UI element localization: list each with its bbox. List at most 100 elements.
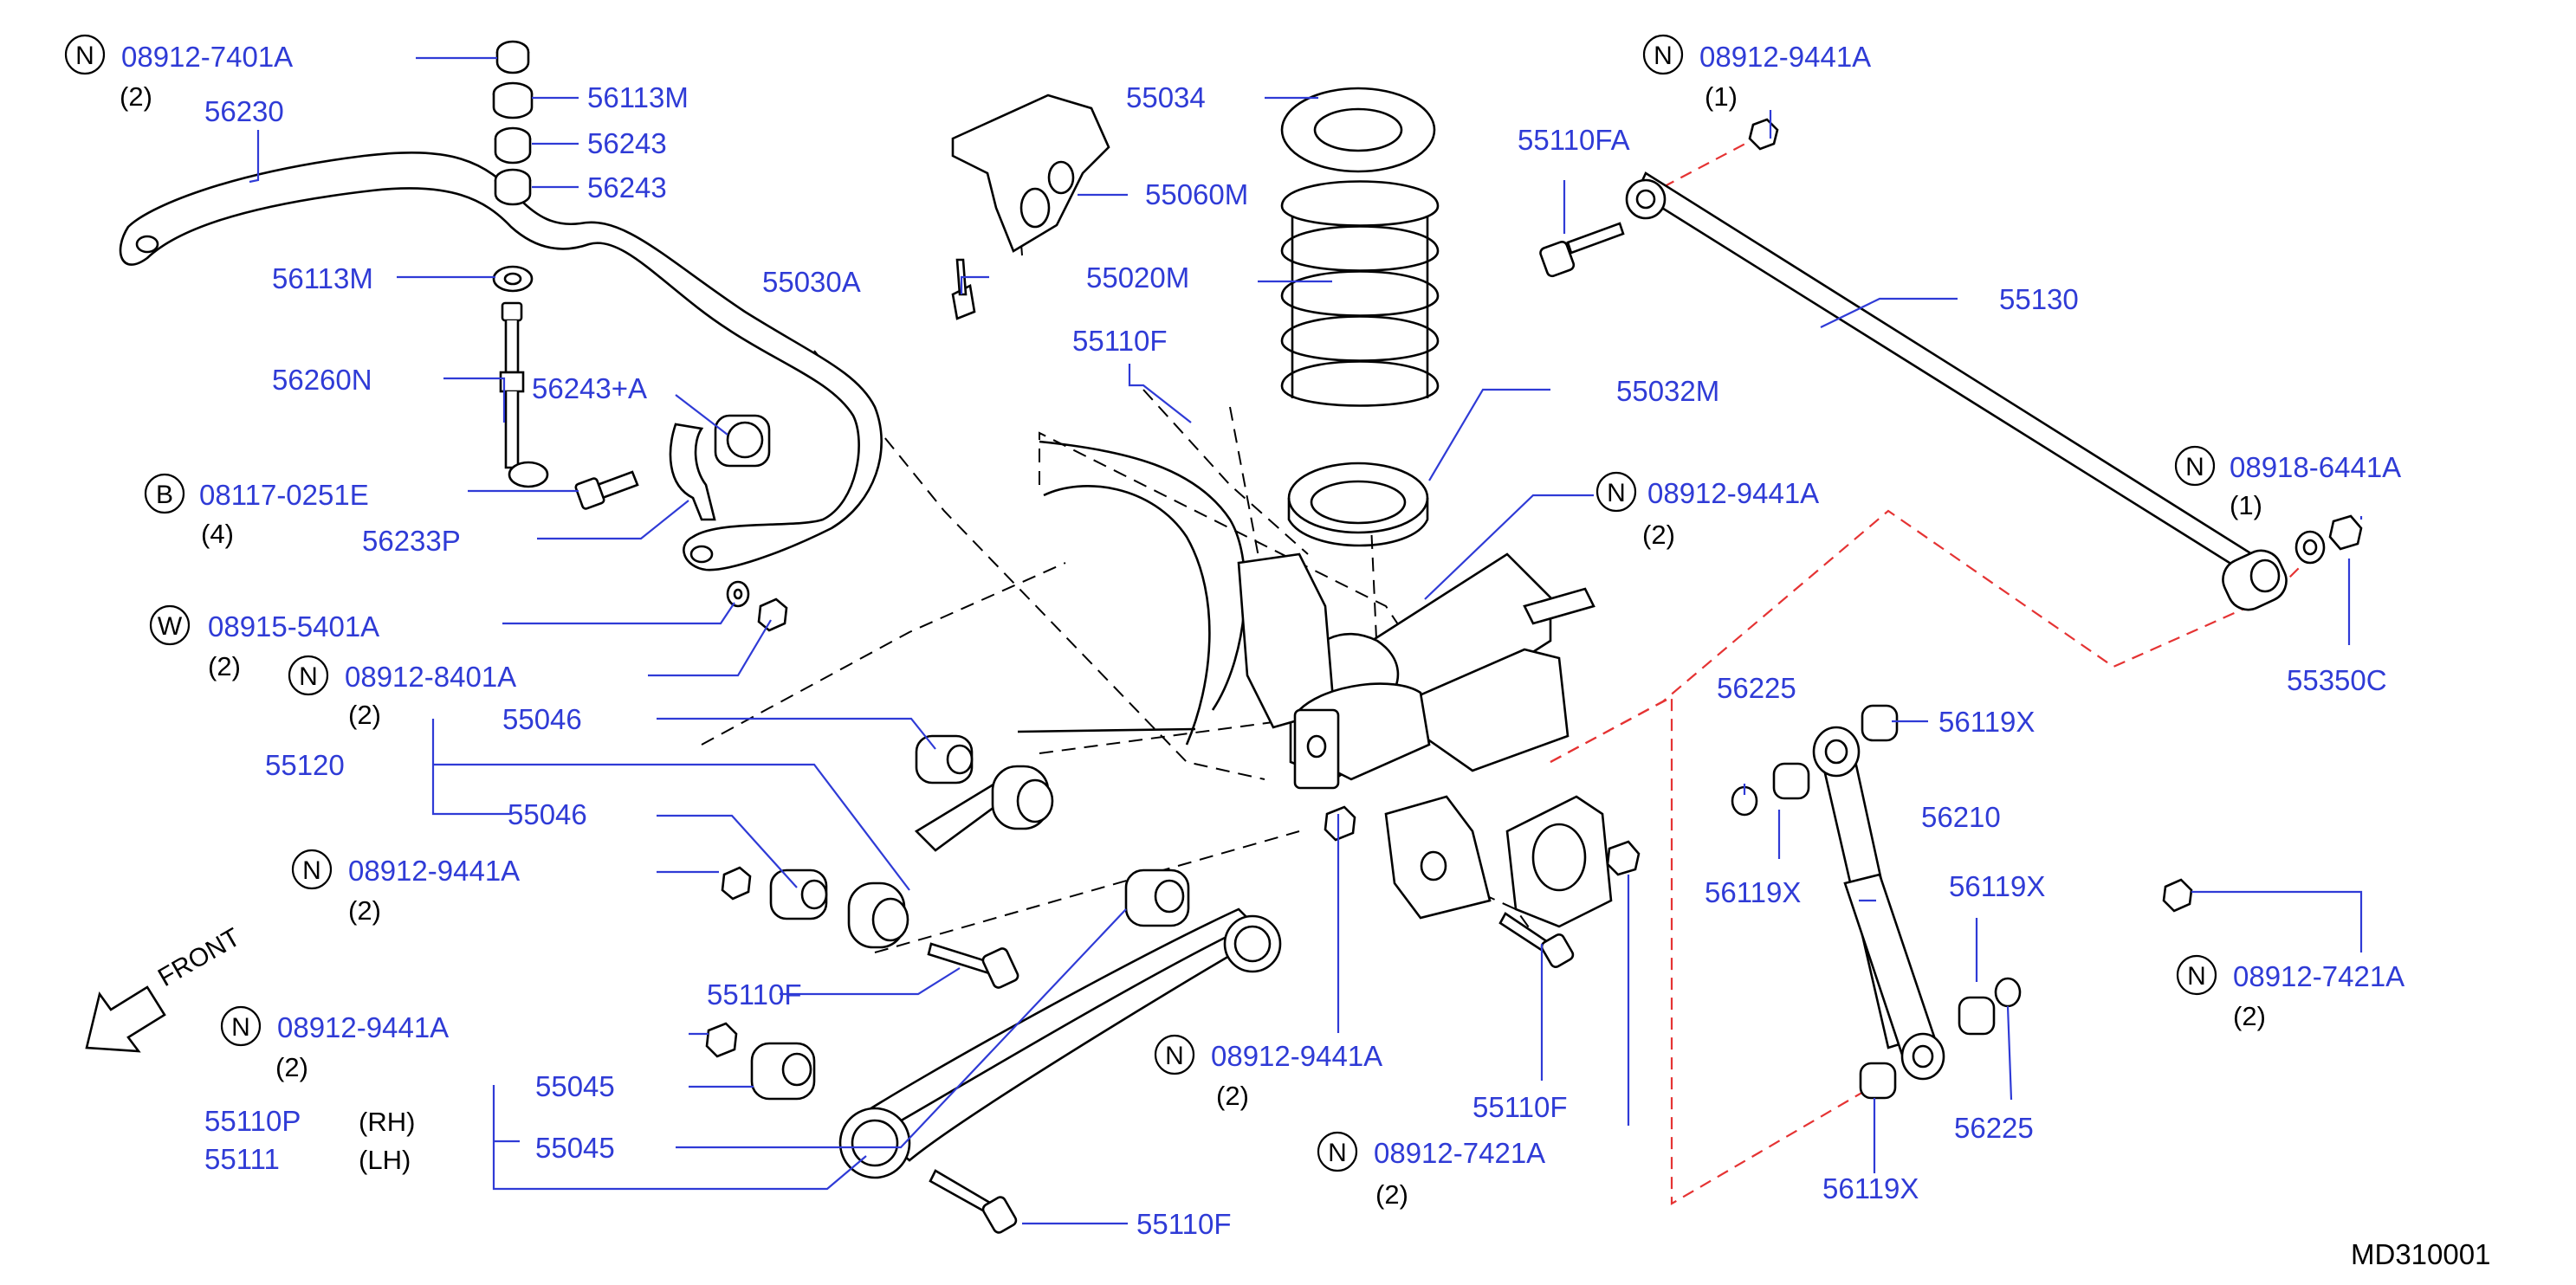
part-number: 56113M <box>272 262 373 294</box>
quantity: (2) <box>348 895 381 926</box>
part-number: 55130 <box>1999 283 2079 315</box>
part-number: 56119X <box>1705 876 1801 908</box>
marker-circle <box>2176 954 2217 996</box>
marker-letter: N <box>2187 962 2206 991</box>
marker-letter: N <box>1607 479 1626 507</box>
part-number: 55110P <box>204 1105 301 1137</box>
quantity: (2) <box>348 700 381 730</box>
part-number: 08918-6441A <box>2230 451 2401 483</box>
part-number: 55110FA <box>1518 124 1630 156</box>
part-number: 55046 <box>508 798 587 830</box>
part-number: 08912-9441A <box>1647 477 1819 509</box>
part-number: 55045 <box>535 1132 615 1164</box>
marker-letter: N <box>302 856 321 885</box>
quantity: (2) <box>275 1052 308 1082</box>
marker-letter: N <box>1654 42 1673 70</box>
stabilizer-link-hardware <box>492 40 788 632</box>
part-number: 08912-7401A <box>121 41 293 73</box>
part-number: 55110F <box>1136 1208 1231 1240</box>
marker-circle <box>1642 34 1684 75</box>
marker-circle <box>220 1005 262 1047</box>
part-number: 08912-9441A <box>348 855 520 887</box>
part-number: 56119X <box>1949 870 2045 902</box>
marker-letter: W <box>158 612 183 641</box>
quantity: (2) <box>208 651 241 681</box>
upper-link <box>721 734 1054 989</box>
diagram-code: MD310001 <box>2351 1238 2490 1270</box>
quantity: (2) <box>1642 520 1675 550</box>
marker-circle <box>288 655 329 696</box>
part-number: 56210 <box>1921 801 2001 833</box>
quantity: (1) <box>2230 490 2262 520</box>
part-number: 55045 <box>535 1070 615 1102</box>
marker-circle <box>149 604 191 646</box>
part-number: 55120 <box>265 749 345 781</box>
part-number: 08912-7421A <box>2233 960 2404 992</box>
marker-letter: B <box>156 481 173 509</box>
quantity: (2) <box>1375 1179 1408 1210</box>
body-outline <box>1017 440 1246 746</box>
marker-circle <box>1595 471 1637 513</box>
marker-letter: N <box>75 42 94 70</box>
marker-circle <box>1154 1034 1195 1075</box>
marker-circle <box>2174 445 2216 487</box>
leader-lines <box>249 56 2363 1225</box>
quantity: (4) <box>201 519 234 549</box>
part-number: 55060M <box>1145 178 1248 210</box>
marker-circle <box>1317 1131 1358 1172</box>
lower-link <box>705 869 1282 1234</box>
marker-letter: N <box>2185 453 2204 481</box>
part-number: 08915-5401A <box>208 610 379 642</box>
part-number: 56233P <box>362 525 461 557</box>
part-number: 56225 <box>1954 1112 2034 1144</box>
front-direction-arrow: FRONT <box>85 923 245 1053</box>
part-number: 08912-9441A <box>1699 41 1871 73</box>
marker-letter: N <box>231 1013 250 1042</box>
part-number: 55110F <box>707 978 801 1011</box>
part-number: 56243+A <box>532 372 647 404</box>
part-number: 55020M <box>1086 262 1189 294</box>
part-number: 55034 <box>1126 81 1206 113</box>
part-number: 08912-9441A <box>277 1011 449 1043</box>
marker-circle <box>64 34 106 75</box>
quantity: (2) <box>1216 1081 1249 1111</box>
part-number: 55111 <box>204 1143 280 1175</box>
part-number: 56230 <box>204 95 284 127</box>
part-number: 08912-8401A <box>345 661 516 693</box>
quantity: (2) <box>120 81 152 112</box>
part-number: 55110F <box>1472 1091 1567 1123</box>
axle-housing <box>1237 552 1641 968</box>
part-number: 55110F <box>1072 325 1167 357</box>
part-number: 08117-0251E <box>199 479 369 511</box>
side-note: (LH) <box>359 1145 411 1175</box>
part-number: 56243 <box>587 127 667 159</box>
stabilizer-bar <box>119 151 883 571</box>
part-number: 56113M <box>587 81 689 113</box>
part-number: 56119X <box>1822 1172 1919 1204</box>
quantity: (1) <box>1705 81 1738 112</box>
part-number: 55030A <box>762 266 861 298</box>
marker-letter: N <box>299 662 318 691</box>
part-number: 08912-9441A <box>1211 1040 1382 1072</box>
part-number: 56243 <box>587 171 667 203</box>
marker-circle <box>144 473 185 514</box>
labels: N 08912-7401A (2) 56113M 56243 56243 562… <box>64 34 2490 1270</box>
part-number: 55350C <box>2287 664 2387 696</box>
part-number: 55032M <box>1616 375 1719 407</box>
part-number: 56119X <box>1938 706 2035 738</box>
front-label: FRONT <box>153 923 245 992</box>
side-note: (RH) <box>359 1107 415 1137</box>
red-dash-lines <box>1550 136 2305 1205</box>
marker-letter: N <box>1328 1139 1347 1167</box>
part-number: 56225 <box>1717 672 1796 704</box>
spring-bracket <box>951 94 1110 320</box>
part-number: 08912-7421A <box>1374 1137 1545 1169</box>
marker-letter: N <box>1165 1042 1184 1070</box>
quantity: (2) <box>2233 1001 2266 1031</box>
coil-spring <box>1280 87 1440 547</box>
lateral-rod <box>1539 118 2363 611</box>
marker-circle <box>291 849 333 890</box>
part-number: 55046 <box>502 703 582 735</box>
part-number: 56260N <box>272 364 372 396</box>
